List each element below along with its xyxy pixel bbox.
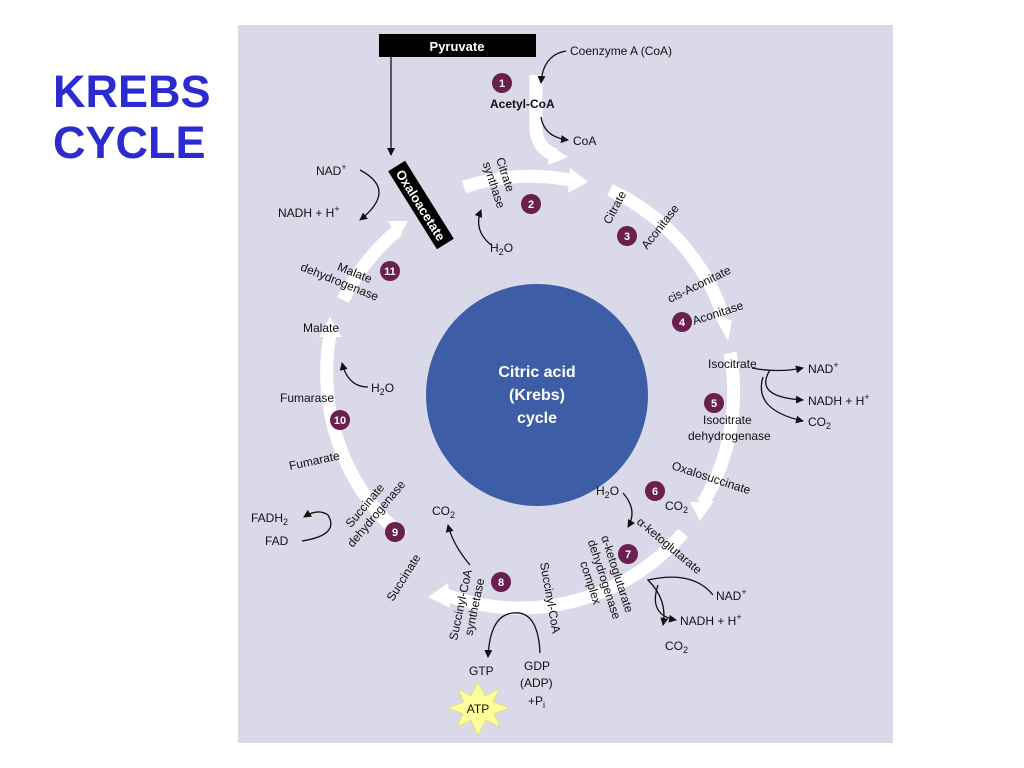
co2-label-6: CO2 [665, 499, 688, 515]
gtp-label: GTP [469, 664, 494, 678]
title-line-1: KREBS [53, 66, 211, 117]
center-label-1: Citric acid [498, 364, 575, 381]
entry-arrow [529, 75, 559, 162]
coa-in-label: Coenzyme A (CoA) [570, 44, 672, 58]
gdp-gtp-arrow [484, 612, 541, 658]
h2o-label-10: H2O [371, 381, 394, 397]
co2-arrow-8 [445, 524, 471, 566]
nadh-label-5: NADH + H+ [808, 392, 870, 408]
cycle-arc-succinate-malate [320, 333, 408, 542]
nadh-arrow-7 [654, 584, 677, 623]
step-badge-6 [645, 481, 665, 501]
krebs-cycle-diagram: Citric acid (Krebs) cycle Pyruvate Coenz… [238, 25, 893, 743]
cycle-arrows [320, 75, 741, 615]
step-badge-10 [330, 410, 350, 430]
coa-out-label: CoA [573, 134, 596, 148]
h2o-arrow-6 [622, 492, 635, 528]
malate-label: Malate [303, 321, 339, 335]
nad-arrow-11 [359, 169, 380, 221]
step-number-9: 9 [392, 527, 398, 539]
step-number-1: 1 [499, 78, 505, 90]
step-badge-5 [704, 393, 724, 413]
step-number-6: 6 [652, 486, 658, 498]
center-circle [426, 284, 648, 506]
step-number-2: 2 [528, 199, 534, 211]
atp-star-icon [446, 680, 511, 737]
pyruvate-label: Pyruvate [430, 39, 485, 54]
nad-label-5: NAD+ [808, 360, 839, 376]
step-badge-7 [618, 544, 638, 564]
atp-label: ATP [467, 702, 489, 716]
isocitrate-dh-line2: dehydrogenase [688, 429, 771, 443]
step-badge-1 [492, 73, 512, 93]
step-badge-11 [380, 261, 400, 281]
step-badge-3 [617, 226, 637, 246]
isocitrate-dh-line1: Isocitrate [703, 413, 752, 427]
arrowhead-entry [548, 146, 568, 165]
fad-label: FAD [265, 534, 289, 548]
step-number-5: 5 [711, 398, 717, 410]
nad-label-11: NAD+ [316, 162, 347, 178]
step-badge-4 [672, 312, 692, 332]
co2-label-7: CO2 [665, 639, 688, 655]
enzyme-citrate-synthase: Citrate synthase [480, 156, 518, 211]
fumarase-label: Fumarase [280, 391, 334, 405]
adp-label: (ADP) [520, 676, 553, 690]
arrowhead-isocitrate [712, 312, 732, 341]
step-number-7: 7 [625, 549, 631, 561]
coa-out-arrow [540, 116, 569, 144]
pyruvate-box [379, 34, 536, 57]
gdp-label: GDP [524, 659, 550, 673]
h2o-arrow-10 [339, 362, 369, 388]
cycle-arc-malate-oxaloacetate [337, 225, 403, 303]
citrate-label: Citrate [600, 188, 629, 226]
h2o-label-6: H2O [596, 484, 619, 500]
h2o-label-2: H2O [490, 241, 513, 257]
step-badge-2 [521, 194, 541, 214]
nadh-arrow-5 [765, 369, 804, 404]
step-number-11: 11 [384, 266, 396, 278]
pi-label: +Pi [528, 694, 545, 710]
step-number-4: 4 [679, 317, 686, 329]
cycle-arc-isocitrate-akg [697, 351, 741, 507]
step-number-3: 3 [624, 231, 630, 243]
diagram-canvas: Citric acid (Krebs) cycle Pyruvate Coenz… [251, 34, 870, 737]
arrowhead-oxaloacetate [388, 221, 408, 239]
slide-title: KREBS CYCLE [53, 66, 211, 168]
h2o-arrow-2 [474, 209, 492, 246]
title-line-2: CYCLE [53, 117, 206, 168]
nad-label-7: NAD+ [716, 587, 747, 603]
coa-in-arrow [537, 50, 567, 84]
succinyl-coa-label: Succinyl-CoA [537, 561, 563, 634]
arrowhead-succinate [428, 583, 450, 608]
center-label-2: (Krebs) [509, 387, 565, 404]
cycle-arc-citrate-isocitrate [607, 184, 730, 318]
fadh2-label: FADH2 [251, 511, 288, 527]
co2-arrow-5 [760, 376, 804, 424]
succinate-label: Succinate [384, 551, 424, 603]
arrowhead-malate [319, 317, 342, 337]
co2-label-8: CO2 [432, 504, 455, 520]
nadh-label-11: NADH + H+ [278, 204, 340, 220]
co2-label-5: CO2 [808, 415, 831, 431]
step-number-10: 10 [334, 415, 346, 427]
nad-arrow-5 [751, 365, 804, 374]
nad-arrow-7 [646, 576, 714, 626]
acetyl-coa-label: Acetyl-CoA [490, 97, 555, 111]
arrowhead-citrate [568, 168, 588, 193]
cycle-arrowheads [319, 146, 732, 608]
step-badge-8 [491, 572, 511, 592]
step-number-8: 8 [498, 577, 504, 589]
fumarate-label: Fumarate [288, 448, 341, 472]
center-label-3: cycle [517, 410, 557, 427]
fad-arrow-9 [301, 509, 332, 542]
nadh-label-7: NADH + H+ [680, 612, 742, 628]
cycle-arc-akg-succinate [443, 528, 688, 615]
step-badge-9 [385, 522, 405, 542]
isocitrate-label: Isocitrate [708, 357, 757, 371]
cycle-arc-oxaloacetate-citrate [461, 169, 572, 194]
arrowhead-akg [690, 501, 714, 521]
